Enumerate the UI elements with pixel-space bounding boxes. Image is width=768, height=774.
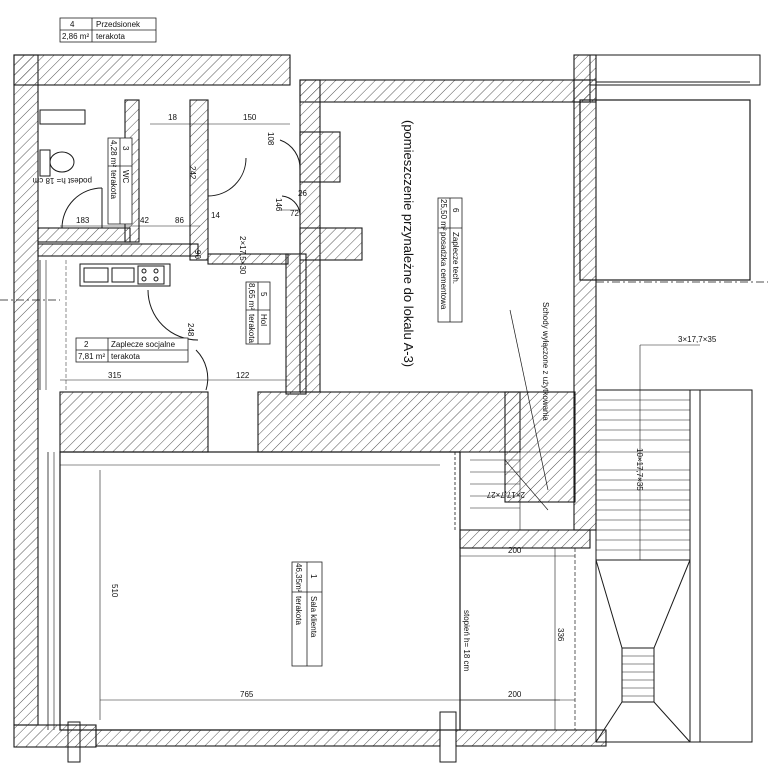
dim-336: 336 xyxy=(556,628,565,642)
stair-run-right: 10×17,7×35 xyxy=(635,448,644,491)
room-name: Przedsionek xyxy=(96,20,141,29)
wall-mid-right xyxy=(257,391,521,453)
annotations: (pomieszczenie przynależne do lokalu A-3… xyxy=(32,120,717,671)
dimension-lines xyxy=(60,123,575,730)
wall-hall-divider xyxy=(207,253,289,265)
wall-top-left xyxy=(13,54,291,86)
dim-242: 242 xyxy=(188,166,197,180)
dim-72: 72 xyxy=(290,209,299,218)
dim-150: 150 xyxy=(243,113,257,122)
room-area: 4,28 m² xyxy=(109,140,118,167)
dim-42: 42 xyxy=(140,216,149,225)
wall-kitchen-divider xyxy=(37,243,199,257)
dim-200-top: 200 xyxy=(508,546,522,555)
room-area: 2,86 m² xyxy=(62,32,89,41)
wall-bottom-mid xyxy=(95,729,441,747)
room-number: 5 xyxy=(259,292,268,297)
room-finish: terakota xyxy=(111,352,140,361)
wall-top-right xyxy=(299,79,591,103)
wall-inner-right xyxy=(459,529,591,549)
dim-200-bottom: 200 xyxy=(508,690,522,699)
dimension-labels: 18 150 108 242 183 42 86 14 146 72 26 90… xyxy=(76,113,565,699)
room-finish: terakota xyxy=(96,32,125,41)
dim-183: 183 xyxy=(76,216,90,225)
room-name: WC xyxy=(121,170,130,184)
room-name: Hol xyxy=(259,314,268,326)
dim-146: 146 xyxy=(274,198,283,212)
room-number: 3 xyxy=(121,146,130,151)
wall-left-outer xyxy=(13,54,39,726)
room-area: 7,81 m² xyxy=(78,352,105,361)
room-area: 46,35m² xyxy=(294,563,303,593)
wall-bottom-left xyxy=(13,724,97,748)
dim-122: 122 xyxy=(236,371,250,380)
wall-bottom-right xyxy=(455,729,607,747)
step-height-note: stopień h= 18 cm xyxy=(462,610,471,671)
stair-run-upper: 3×17,7×35 xyxy=(678,335,717,344)
dim-510: 510 xyxy=(110,584,119,598)
room-name: Sala klienta xyxy=(309,596,318,638)
dim-14: 14 xyxy=(211,211,220,220)
wall-middle-right xyxy=(573,79,597,531)
ancillary-room-note: (pomieszczenie przynależne do lokalu A-3… xyxy=(401,120,416,367)
dim-248: 248 xyxy=(186,323,195,337)
room-label-6: 6 Zaplecze tech. 25,50 m² posadzka cemen… xyxy=(437,197,463,323)
stair-run-hall: 2×17,5×30 xyxy=(238,236,247,275)
wall-stair-side xyxy=(504,391,576,503)
room-area: 25,50 m² xyxy=(439,199,448,231)
room-label-4: 4 Przedsionek 2,86 m² terakota xyxy=(59,17,157,43)
dim-315: 315 xyxy=(108,371,122,380)
room-number: 1 xyxy=(309,574,318,579)
room-finish: terakota xyxy=(247,314,256,343)
room-number: 4 xyxy=(70,20,75,29)
stairs-removed-note: Schody wyłączone z użytkowania xyxy=(541,302,550,421)
wall-hol-right xyxy=(285,253,307,395)
room-label-1: 1 Sala klienta 46,35m² terakota xyxy=(291,561,323,667)
room-number: 2 xyxy=(84,340,89,349)
room-area: 8,65 m² xyxy=(247,283,256,310)
room-finish: terakota xyxy=(109,170,118,199)
wall-hall-left xyxy=(189,99,209,261)
room-finish: terakota xyxy=(294,596,303,625)
room-label-3: 3 WC 4,28 m² terakota xyxy=(107,137,133,225)
wall-mid-left xyxy=(59,391,209,453)
plan-lines xyxy=(0,54,768,763)
wall-core-notch xyxy=(299,131,341,183)
dim-86: 86 xyxy=(175,216,184,225)
podest-note: podest h= 18 cm xyxy=(32,176,92,185)
dim-765: 765 xyxy=(240,690,254,699)
room-label-5: 5 Hol 8,65 m² terakota xyxy=(245,281,271,345)
wall-wc-bottom xyxy=(37,227,131,243)
room-name: Zaplecze tech. xyxy=(451,232,460,284)
dim-108: 108 xyxy=(266,132,275,146)
room-number: 6 xyxy=(451,208,460,213)
dim-90: 90 xyxy=(193,250,202,259)
stair-run-middle: 2×17,7×27 xyxy=(486,490,525,499)
dim-26: 26 xyxy=(298,189,307,198)
wall-chimney xyxy=(299,227,363,261)
room-label-2: 2 Zaplecze socjalne 7,81 m² terakota xyxy=(75,337,189,363)
stair-treads xyxy=(470,399,690,697)
dim-18: 18 xyxy=(168,113,177,122)
room-name: Zaplecze socjalne xyxy=(111,340,176,349)
room-finish: posadzka cementowa xyxy=(439,232,448,310)
